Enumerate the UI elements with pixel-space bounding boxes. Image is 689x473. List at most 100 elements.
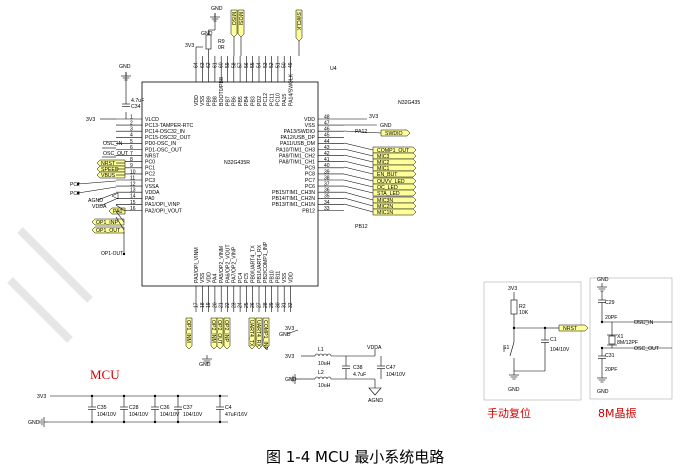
- left-pa0-flag-text: PA0: [113, 209, 123, 215]
- left-3v3-label: 3V3: [86, 117, 95, 123]
- decap-1-ref: C28: [129, 405, 139, 411]
- mcu-top-pin-name: PB6: [232, 96, 238, 106]
- mcu-left-pin-name: PD0-OSC_IN: [145, 141, 176, 147]
- mcu-top-pin-name: PB4: [244, 96, 250, 106]
- mcu-left-pin-name: PD1-OSC_OUT: [145, 147, 183, 153]
- mcu-right-pin-num: 40: [324, 163, 330, 169]
- mcu-bottom-pin-name: PA4: [213, 273, 219, 283]
- left-op1-inp-flag: [91, 218, 125, 226]
- bottom-flag-4-text: UART4_TX: [248, 320, 254, 347]
- decap-4-ref: C4: [225, 405, 232, 411]
- l2-coil: [326, 376, 332, 380]
- xtal-osc-out: OSC_OUT: [634, 346, 660, 352]
- r2-body: [510, 299, 518, 315]
- mcu-top-pin-num: 59: [225, 62, 231, 68]
- c34-ref: C34: [131, 104, 141, 110]
- mcu-top-pin-num: 56: [244, 62, 250, 68]
- xtal-section-title: 8M晶振: [598, 406, 637, 420]
- right-flag-mic3n: [372, 196, 417, 204]
- xtal-gnd-top-text: GND: [597, 277, 609, 283]
- left-agnd: AGND: [88, 198, 103, 204]
- decap-gnd-label: GND: [28, 420, 40, 426]
- right-wire-7: [343, 185, 374, 194]
- right-flag-oc_led: [372, 183, 417, 191]
- mcu-right-pin-name: VDD: [304, 117, 315, 123]
- bottom-flag-5: [255, 317, 263, 350]
- mcu-top-pin-num: 49: [288, 62, 294, 68]
- r9-body: [205, 34, 212, 50]
- c1-ref: C1: [550, 337, 557, 343]
- left-vbus-flag: [96, 171, 126, 179]
- mcu-bottom-pin-num: 32: [288, 302, 294, 308]
- mcu-body: [141, 81, 319, 287]
- mcu-bottom-pin-name: VDD: [206, 272, 212, 283]
- x1-value: 8M/12PF: [617, 340, 638, 346]
- mcu-left-pin-name: PC2: [145, 172, 155, 178]
- junction-dot: [153, 394, 157, 398]
- mcu-left-pin-num: 12: [130, 182, 136, 188]
- mcu-right-pin-name: VSS: [305, 123, 316, 129]
- op1-out-small: OP1-OUT: [101, 251, 123, 257]
- mcu-right-pin-num: 45: [324, 133, 330, 139]
- mcu-left-pin-name: PA0: [145, 196, 155, 202]
- mcu-right-pin-num: 43: [324, 145, 330, 151]
- mcu-left-pin-num: 2: [130, 121, 133, 127]
- mcu-top-pin-num: 50: [282, 62, 288, 68]
- right-flag-mic1-text: MIC1: [377, 166, 390, 172]
- decap-0-ref: C35: [97, 405, 107, 411]
- right-flag-mic3n-text: MIC3N: [377, 198, 393, 204]
- mcu-bottom-pin-num: 23: [231, 302, 237, 308]
- bottom-flag-6: [262, 317, 270, 350]
- left-vdda-text: VDDA: [92, 204, 107, 210]
- mcu-right-pin-name: PA12/USB_DP: [280, 135, 315, 141]
- mcu-bottom-pin-num: 18: [200, 302, 206, 308]
- right-wire-4: [343, 166, 374, 175]
- mcu-top-pin-num: 61: [212, 62, 218, 68]
- right-flag-sta_led-text: STA_LED: [377, 191, 400, 197]
- mcu-bottom-pin-num: 17: [194, 302, 200, 308]
- mcu-left-pin-name: PC13-TAMPER-RTC: [145, 123, 193, 129]
- bottom-3v3-text: 3V3: [285, 326, 294, 332]
- mcu-top-pin-num: 64: [194, 62, 200, 68]
- mcu-bottom-pin-name: PA7/OP2_VINP: [232, 246, 238, 283]
- mcu-bottom-pin-name: PB10: [269, 270, 275, 283]
- mcu-top-pin-name: PD2: [257, 96, 263, 106]
- mcu-left-pin-num: 1: [130, 114, 133, 120]
- mcu-right-pin-name: PC8: [305, 172, 315, 178]
- right-swdio-flag: [380, 129, 411, 137]
- op1-out-wire: [115, 216, 125, 231]
- reset-nrst-flag: [558, 324, 589, 332]
- top-gnd2-text: GND: [201, 31, 213, 37]
- mcu-bottom-pin-name: VSS: [282, 272, 288, 283]
- right-flag-comp1_out-text: COMP1_OUT: [377, 148, 410, 154]
- mcu-top-pin-name: PB9: [206, 96, 212, 106]
- right-flag-mic3-text: MIC3: [377, 154, 390, 160]
- mcu-right-pin-num: 38: [324, 175, 330, 181]
- mcu-right-pin-num: 33: [324, 206, 330, 212]
- right-wire-1: [343, 148, 374, 157]
- right-flag-mic3: [372, 152, 417, 160]
- mcu-bottom-pin-name: PA3/OPI_VINM: [194, 247, 200, 283]
- mcu-bottom-pin-name: VDD: [288, 272, 294, 283]
- mcu-top-pin-num: 51: [275, 62, 281, 68]
- xtal-gnd-bottom-text: GND: [597, 389, 609, 395]
- junction-dot: [218, 394, 222, 398]
- mcu-right-pin-num: 44: [324, 139, 330, 145]
- reset-section-title: 手动复位: [487, 406, 531, 420]
- mcu-left-pin-num: 15: [130, 200, 136, 206]
- mcu-bottom-pin-num: 21: [219, 302, 225, 308]
- mcu-right-pin-name: PA11/USB_DM: [280, 141, 315, 147]
- mcu-top-pin-num: 60: [219, 62, 225, 68]
- l2-coil: [314, 376, 320, 380]
- mcu-bottom-pin-name: PB0/UART4_TX: [251, 245, 257, 283]
- mcu-left-pin-name: VLCD: [145, 117, 159, 123]
- mcu-bottom-pin-num: 29: [269, 302, 275, 308]
- vdda-3v3-label: 3V3: [285, 354, 294, 360]
- mcu-left-pin-name: PC1: [145, 166, 155, 172]
- mcu-right-pin-num: 36: [324, 188, 330, 194]
- pc3-wire: [77, 186, 117, 194]
- right-wire-9: [343, 197, 374, 207]
- bottom-flag-6-text: COMP1_INP: [262, 320, 268, 351]
- mcu-top-pin-name: VSS: [200, 95, 206, 106]
- mcu-bottom-pin-name: VSS: [200, 272, 206, 283]
